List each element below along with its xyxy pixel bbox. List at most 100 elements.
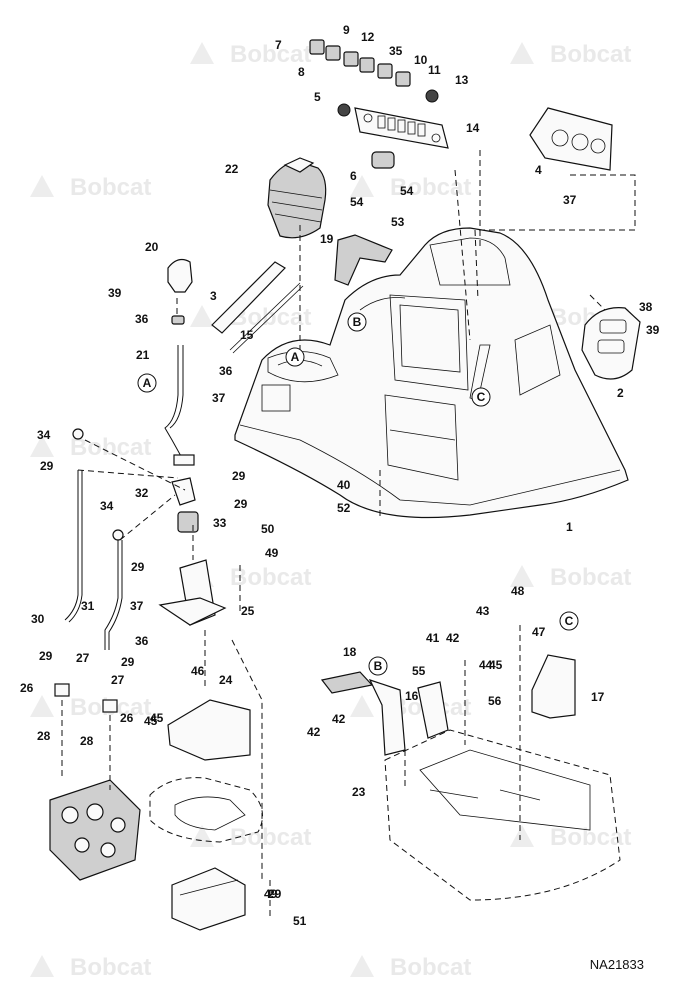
part-number-label: 29: [232, 469, 246, 483]
part-number-label: 44: [479, 658, 493, 672]
part-number-label: 31: [81, 599, 95, 613]
callout-letter: A: [143, 376, 152, 390]
part-number-label: 48: [511, 584, 525, 598]
instrument-cluster: [529, 107, 613, 171]
part-number-label: 9: [343, 23, 350, 37]
watermark-logo-icon: [510, 825, 534, 847]
watermark-logo-icon: [190, 42, 214, 64]
hydraulic-valve: [49, 779, 141, 881]
watermark-text: Bobcat: [70, 954, 151, 981]
part-number-label: 27: [111, 673, 125, 687]
callout-letter: C: [477, 390, 486, 404]
part-number-label: 51: [293, 914, 307, 928]
watermark-logo-icon: [510, 565, 534, 587]
part-number-label: 50: [261, 522, 275, 536]
callout-circle: [137, 373, 157, 393]
watermark-logo-icon: [350, 175, 374, 197]
part-number-label: 46: [191, 664, 205, 678]
part-number-label: 30: [31, 612, 45, 626]
callout-circle: [471, 387, 491, 407]
watermark-logo-icon: [350, 695, 374, 717]
part-number-label: 37: [563, 193, 577, 207]
callout-letter: B: [374, 659, 383, 673]
watermark-logo-icon: [510, 42, 534, 64]
part-number-label: 23: [352, 785, 366, 799]
switch-panel: [354, 107, 449, 149]
callout-circle: [347, 312, 367, 332]
part-number-label: 42: [332, 712, 346, 726]
joystick-boot: [267, 157, 327, 239]
watermark-text: Bobcat: [230, 564, 311, 591]
part-number-label: 21: [136, 348, 150, 362]
lever-mount: [171, 477, 199, 533]
angle-bracket: [531, 654, 576, 719]
part-number-label: 6: [350, 169, 357, 183]
watermark-text: Bobcat: [230, 824, 311, 851]
lever-tower: [158, 559, 227, 626]
callout-layer: A A B B C C: [137, 312, 579, 676]
callout-circle: [559, 611, 579, 631]
part-number-label: 3: [210, 289, 217, 303]
part-number-label: 20: [145, 240, 159, 254]
part-number-label: 53: [391, 215, 405, 229]
part-number-label: 34: [100, 499, 114, 513]
callout-letter: C: [565, 614, 574, 628]
watermark-text: Bobcat: [550, 564, 631, 591]
switch-row: [309, 39, 439, 169]
part-number-label: 38: [639, 300, 653, 314]
leader-lines: [61, 150, 636, 920]
drawing-number: NA21833: [589, 957, 644, 972]
watermark-text: Bobcat: [550, 41, 631, 68]
part-number-label: 45: [150, 711, 164, 725]
part-number-label: 15: [240, 328, 254, 342]
part-number-label: 25: [241, 604, 255, 618]
watermark-logo-icon: [350, 955, 374, 977]
part-number-label: 28: [37, 729, 51, 743]
watermark-logo-icon: [30, 955, 54, 977]
part-number-label: 49: [265, 546, 279, 560]
seal-strips: [211, 261, 304, 354]
brake-bracket: [417, 681, 449, 739]
part-number-label: 11: [428, 63, 441, 77]
part-number-label: 24: [219, 673, 233, 687]
part-number-label: 45: [144, 714, 158, 728]
callout-circle: [285, 347, 305, 367]
part-number-label: 29: [131, 560, 145, 574]
watermark-text: Bobcat: [70, 434, 151, 461]
part-number-label: 45: [489, 658, 503, 672]
part-number-label: 37: [212, 391, 226, 405]
part-number-label: 22: [225, 162, 239, 176]
cab-floor-frame: [384, 729, 621, 901]
callout-letter: A: [291, 350, 300, 364]
part-number-label: 29: [39, 649, 53, 663]
park-brake-handle: [320, 671, 406, 756]
part-number-label: 47: [532, 625, 546, 639]
part-number-label: 35: [389, 44, 403, 58]
watermark-text: Bobcat: [70, 174, 151, 201]
part-number-label: 29: [234, 497, 248, 511]
lower-bracket: [171, 867, 246, 931]
part-number-label: 49: [264, 887, 278, 901]
part-number-label: 52: [337, 501, 351, 515]
part-number-label: 10: [414, 53, 428, 67]
part-number-label: 37: [130, 599, 144, 613]
part-number-label: 39: [646, 323, 660, 337]
part-number-label: 26: [120, 711, 134, 725]
part-number-label: 29: [40, 459, 54, 473]
cover-plate: [167, 699, 251, 761]
part-number-label: 19: [320, 232, 334, 246]
part-number-label: 54: [350, 195, 364, 209]
part-number-label: 29: [268, 887, 282, 901]
part-number-label: 17: [591, 690, 605, 704]
part-number-label: 40: [337, 478, 351, 492]
watermark-logo-icon: [30, 435, 54, 457]
throttle-lever: [164, 258, 195, 466]
callout-letter: B: [353, 315, 362, 329]
part-number-label: 36: [219, 364, 233, 378]
part-number-label: 14: [466, 121, 480, 135]
watermark-logo-icon: [190, 305, 214, 327]
part-number-label: 27: [76, 651, 90, 665]
part-number-label: 7: [275, 38, 282, 52]
watermark-logo-icon: [30, 695, 54, 717]
